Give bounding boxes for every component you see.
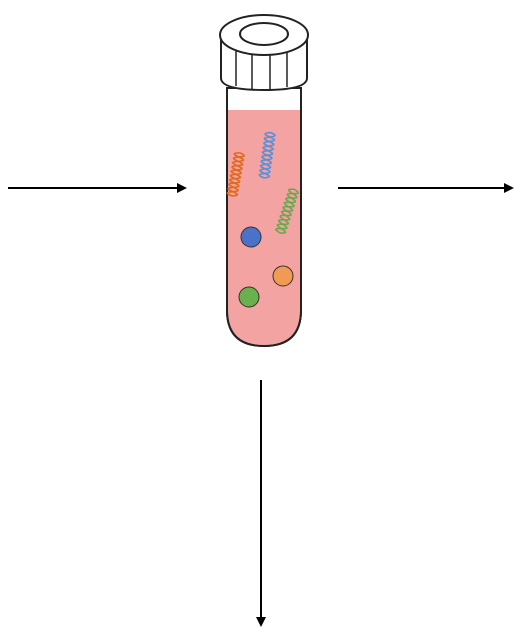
green-bead	[239, 287, 259, 307]
orange-bead	[273, 266, 293, 286]
blue-bead	[241, 227, 261, 247]
cap-top-inner	[240, 23, 288, 45]
tube-cap	[220, 15, 308, 90]
test-tube	[220, 15, 308, 346]
tube-liquid	[228, 110, 300, 345]
